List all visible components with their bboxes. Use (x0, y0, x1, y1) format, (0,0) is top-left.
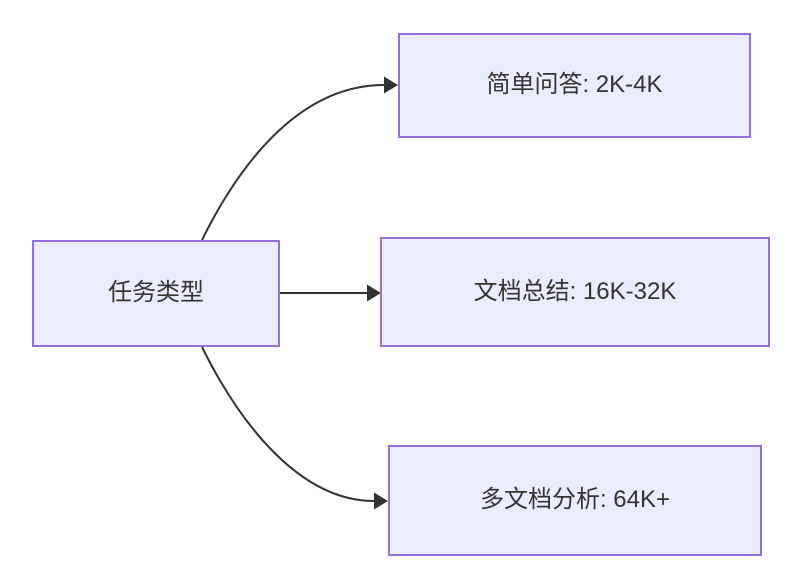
arrowhead-multi-doc-icon (374, 492, 388, 510)
node-multi-doc: 多文档分析: 64K+ (388, 445, 762, 556)
node-doc-summary-label: 文档总结: 16K-32K (473, 277, 677, 305)
edge-task-to-multi-doc (201, 346, 375, 502)
node-simple-qa: 简单问答: 2K-4K (398, 33, 751, 138)
edge-task-to-simple-qa (201, 84, 385, 241)
node-task-type-label: 任务类型 (108, 279, 204, 307)
node-doc-summary: 文档总结: 16K-32K (380, 237, 770, 347)
node-simple-qa-label: 简单问答: 2K-4K (486, 71, 663, 99)
arrowhead-doc-summary-icon (367, 284, 381, 302)
arrowhead-simple-qa-icon (384, 76, 398, 94)
node-task-type: 任务类型 (32, 240, 280, 347)
node-multi-doc-label: 多文档分析: 64K+ (479, 486, 671, 514)
